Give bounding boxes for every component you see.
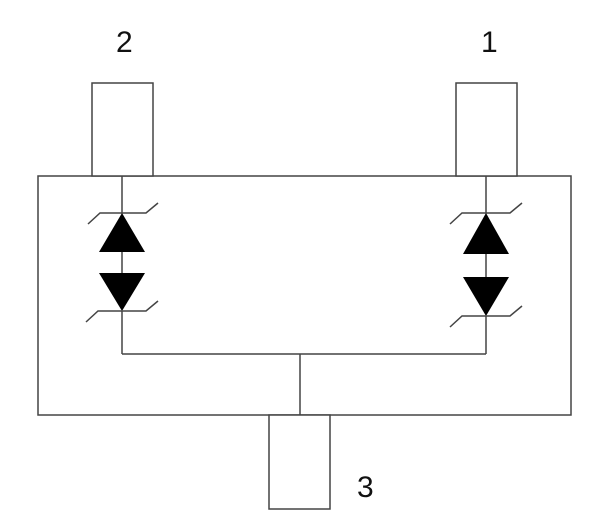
left-tvs-diode-pair <box>85 176 159 354</box>
pin-2-label: 2 <box>116 26 133 59</box>
pin-1-label: 1 <box>481 26 498 59</box>
right-lower-diode-triangle <box>463 277 509 316</box>
pin-1-lead <box>455 82 518 177</box>
left-lower-diode-triangle <box>99 273 145 311</box>
right-upper-diode-triangle <box>463 213 509 254</box>
right-tvs-diode-pair <box>449 176 523 354</box>
pin-3-lead <box>268 414 331 510</box>
left-upper-diode-triangle <box>99 213 145 252</box>
pin-2-lead <box>91 82 154 177</box>
left-upper-zener-bar <box>87 202 159 225</box>
pin-3-label: 3 <box>357 471 374 504</box>
